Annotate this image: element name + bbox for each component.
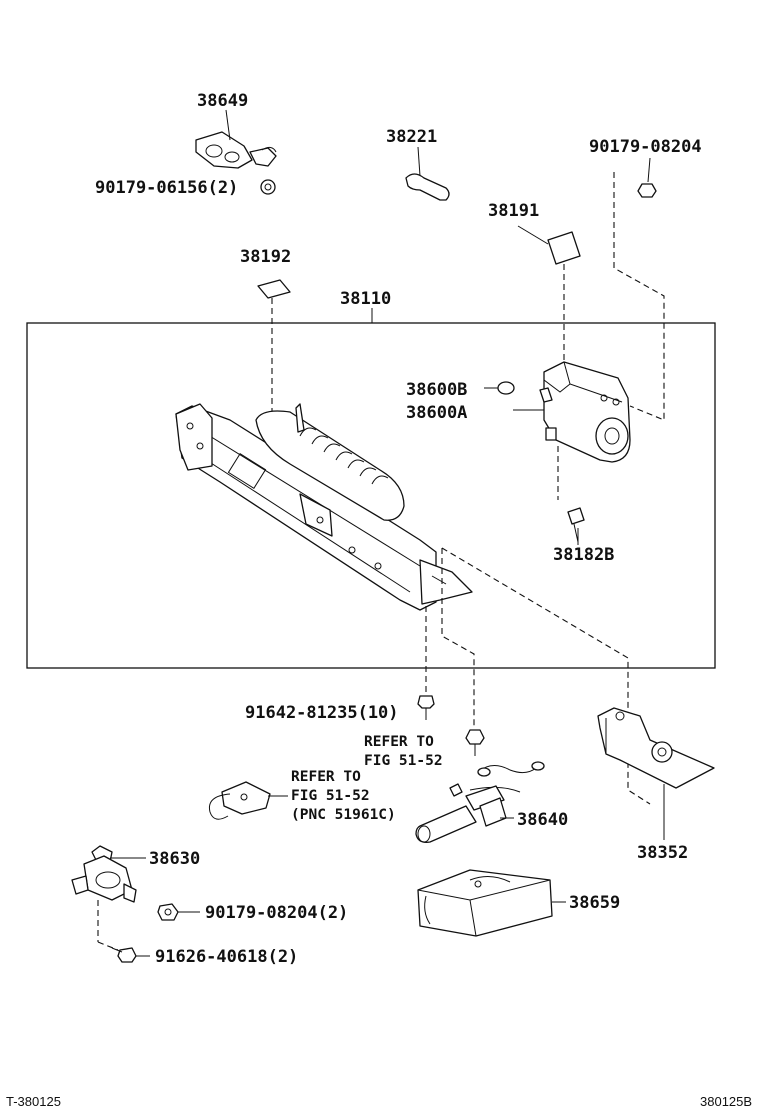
footer-left-code: T-380125 — [6, 1094, 61, 1109]
bolt-icon — [465, 729, 485, 756]
cable-icon — [415, 761, 545, 843]
motor-icon — [539, 361, 631, 463]
assembly-frame — [26, 322, 716, 669]
pad-icon — [547, 231, 581, 265]
part-38600B-label: 38600B — [406, 380, 467, 400]
refer-1-line2: FIG 51-52 — [364, 753, 443, 769]
bag-icon — [417, 869, 553, 937]
part-38352-label: 38352 — [637, 843, 688, 863]
bolt-icon — [567, 507, 585, 543]
part-38630-label: 38630 — [149, 849, 200, 869]
o-ring-icon — [497, 381, 515, 395]
part-38182B-label: 38182B — [553, 545, 614, 565]
part-91642-81235-label: 91642-81235(10) — [245, 703, 399, 723]
hook-bracket-icon — [208, 781, 271, 820]
nut-icon — [260, 179, 276, 195]
part-38192-label: 38192 — [240, 247, 291, 267]
part-38640-label: 38640 — [517, 810, 568, 830]
refer-2-line2: FIG 51-52 — [291, 788, 370, 804]
refer-2-line3: (PNC 51961C) — [291, 807, 396, 823]
nut-icon — [157, 903, 179, 921]
part-38659-label: 38659 — [569, 893, 620, 913]
pad-icon — [257, 279, 291, 299]
part-38191-label: 38191 — [488, 201, 539, 221]
switch-icon — [71, 845, 137, 903]
nut-icon — [637, 183, 657, 198]
part-38221-label: 38221 — [386, 127, 437, 147]
part-38600A-label: 38600A — [406, 403, 467, 423]
bolt-icon — [417, 695, 435, 720]
refer-1-line1: REFER TO — [364, 734, 434, 750]
part-38649-label: 38649 — [197, 91, 248, 111]
part-38110-label: 38110 — [340, 289, 391, 309]
part-91626-40618-label: 91626-40618(2) — [155, 947, 298, 967]
part-90179-08204-top-label: 90179-08204 — [589, 137, 702, 157]
bracket-icon — [597, 707, 715, 789]
hook-bracket-icon — [195, 131, 277, 169]
part-90179-08204-bottom-label: 90179-08204(2) — [205, 903, 348, 923]
clamp-icon — [405, 173, 450, 201]
part-90179-06156-label: 90179-06156(2) — [95, 178, 238, 198]
footer-right-code: 380125B — [700, 1094, 752, 1109]
refer-2-line1: REFER TO — [291, 769, 361, 785]
frame-assembly-icon — [175, 403, 473, 611]
bolt-icon — [111, 947, 137, 963]
